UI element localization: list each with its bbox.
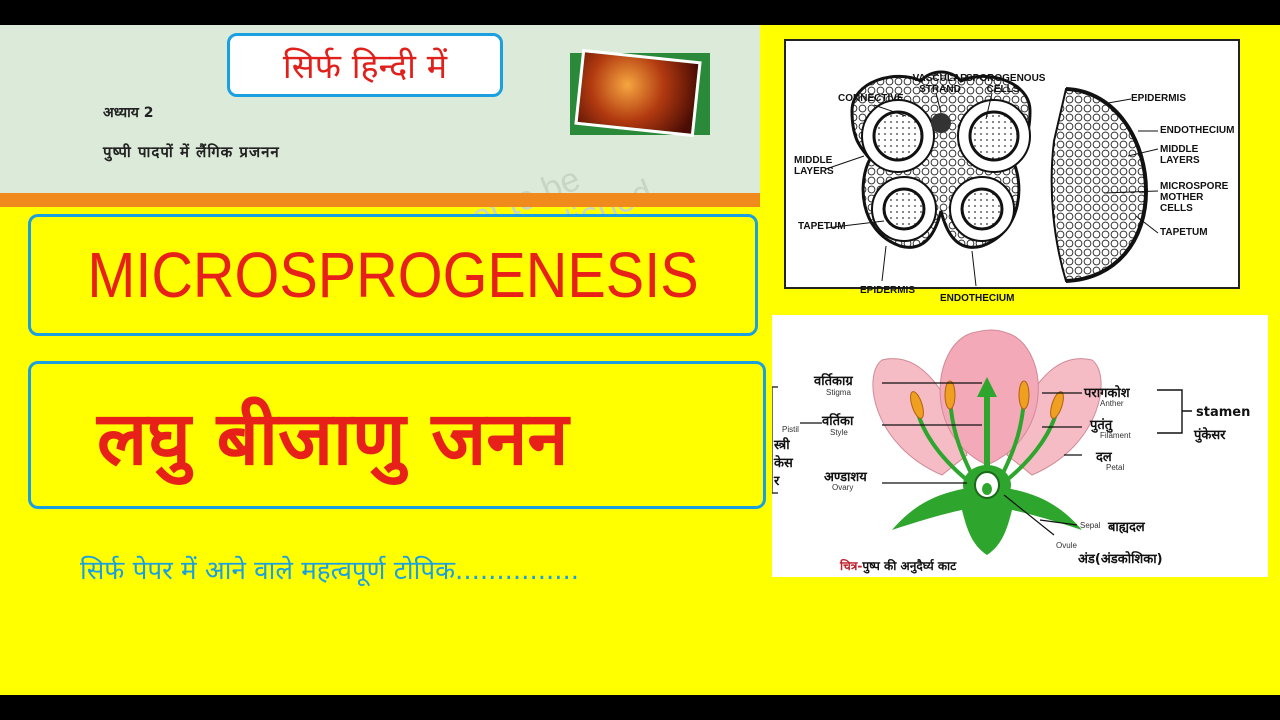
orange-divider xyxy=(0,193,760,207)
flower-drawing xyxy=(772,329,1192,555)
figure-caption-text: पुष्प की अनुदैर्घ्य काट xyxy=(862,559,957,573)
label-sporogenous-cells: SPOROGENOUS CELLS xyxy=(966,73,1046,95)
label-stigma-hi: वर्तिकाग्र xyxy=(814,374,853,389)
label-connective: CONNECTIVE xyxy=(838,93,904,104)
label-petal-hi: दल xyxy=(1096,450,1112,465)
label-ovule-hi: अंड(अंडकोशिका) xyxy=(1078,552,1163,567)
anther-drawing xyxy=(825,70,1159,287)
label-filament-en: Filament xyxy=(1100,431,1131,440)
hindi-title: लघु बीजाणु जनन xyxy=(97,395,569,482)
thumbnail-canvas: ot to be republished सिर्फ हिन्दी में अध… xyxy=(0,25,1280,695)
label-microspore-mother-cells: MICROSPORE MOTHER CELLS xyxy=(1160,181,1229,214)
label-style-en: Style xyxy=(830,428,848,437)
label-anther-en: Anther xyxy=(1100,399,1124,408)
figure-caption: चित्र-पुष्प की अनुदैर्घ्य काट xyxy=(840,557,956,574)
label-tapetum-left: TAPETUM xyxy=(798,221,846,232)
label-epidermis-right: EPIDERMIS xyxy=(1131,93,1187,104)
subtitle: सिर्फ पेपर में आने वाले महत्वपूर्ण टोपिक… xyxy=(80,556,580,586)
label-petal-en: Petal xyxy=(1106,463,1125,472)
english-title-box: MICROSPROGENESIS xyxy=(28,214,758,336)
hindi-only-badge: सिर्फ हिन्दी में xyxy=(227,33,503,97)
label-pistil-en: Pistil xyxy=(782,425,799,434)
chapter-title: पुष्पी पादपों में लैंगिक प्रजनन xyxy=(103,143,280,161)
label-sepal-en: Sepal xyxy=(1080,521,1101,530)
label-ovule-en: Ovule xyxy=(1056,541,1077,550)
label-stamen-en: stamen xyxy=(1196,405,1251,420)
book-cover-photo xyxy=(570,48,710,138)
label-middle-layers-right: MIDDLE LAYERS xyxy=(1160,144,1200,166)
label-ovary-en: Ovary xyxy=(832,483,854,492)
label-ovary-hi: अण्डाशय xyxy=(824,470,867,485)
label-filament-hi: पुतंतु xyxy=(1090,418,1113,433)
label-endothecium-right: ENDOTHECIUM xyxy=(1160,125,1235,136)
label-tapetum-right: TAPETUM xyxy=(1160,227,1208,238)
flower-longitudinal-section-diagram: वर्तिकाग्र Stigma वर्तिका Style Pistil स… xyxy=(772,315,1268,577)
chapter-label: अध्याय 2 xyxy=(103,105,154,121)
book-header: ot to be republished सिर्फ हिन्दी में अध… xyxy=(0,25,760,274)
label-vascular-strand: VASCULAR STRAND xyxy=(912,73,968,95)
label-endothecium-bottom: ENDOTHECIUM xyxy=(940,293,1015,304)
label-stigma-en: Stigma xyxy=(826,388,851,397)
label-style-hi: वर्तिका xyxy=(822,414,854,429)
label-stamen-hi: पुंकेसर xyxy=(1194,428,1226,443)
label-pistil-hi: स्त्री केस र xyxy=(774,438,793,489)
hindi-title-box: लघु बीजाणु जनन xyxy=(28,361,766,509)
english-title: MICROSPROGENESIS xyxy=(87,239,699,311)
label-middle-layers-left: MIDDLE LAYERS xyxy=(794,155,834,177)
label-anther-hi: परागकोश xyxy=(1084,386,1130,401)
label-sepal-hi: बाह्यदल xyxy=(1108,520,1145,535)
figure-caption-prefix: चित्र- xyxy=(840,559,863,573)
anther-cross-section-diagram: CONNECTIVE VASCULAR STRAND SPOROGENOUS C… xyxy=(784,39,1240,304)
label-epidermis-bottom: EPIDERMIS xyxy=(860,285,916,296)
